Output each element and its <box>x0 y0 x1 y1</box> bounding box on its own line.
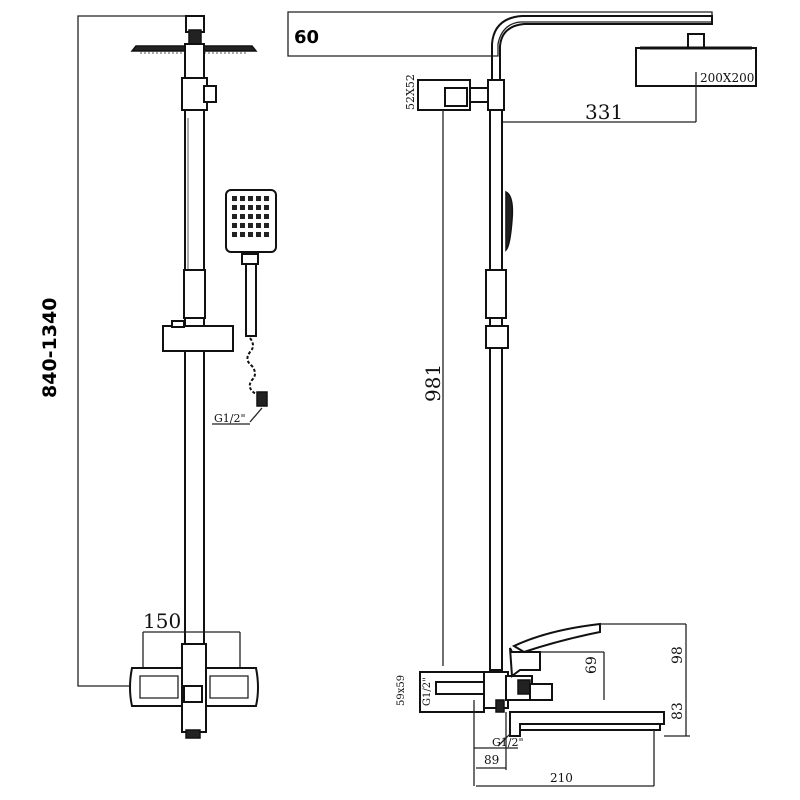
spray-hole <box>248 232 253 237</box>
head-size-label: 200X200 <box>700 71 754 85</box>
mixer-width-label: 150 <box>143 609 181 633</box>
arm-offset-box <box>287 11 713 57</box>
spray-hole <box>232 214 237 219</box>
side-bottom-dimensions: G1/2" 89 210 <box>473 700 655 787</box>
spray-hole <box>256 205 261 210</box>
spout-length-label: 210 <box>550 771 573 785</box>
spray-hole <box>240 223 245 228</box>
height-dimension-line <box>77 15 186 687</box>
bracket-size-label: 52X52 <box>404 74 417 110</box>
mixer-block-size-label: 59x59 <box>396 675 407 706</box>
spray-hole <box>256 196 261 201</box>
side-shower-arm <box>491 15 713 80</box>
spray-hole <box>264 214 269 219</box>
inlet-thread-lower-label: G1/2" <box>492 736 524 749</box>
spray-hole <box>240 205 245 210</box>
spray-hole <box>248 223 253 228</box>
handle-height-label: 69 <box>584 656 600 674</box>
spray-hole <box>240 214 245 219</box>
spray-hole <box>264 196 269 201</box>
spray-hole <box>240 232 245 237</box>
arm-offset-label: 60 <box>294 27 319 48</box>
side-riser-pipe <box>485 109 514 671</box>
spray-hole <box>256 232 261 237</box>
inlet-thread-upper-label: G1/2" <box>422 677 433 706</box>
spray-hole <box>248 205 253 210</box>
inlet-depth-label: 89 <box>484 753 499 767</box>
spray-hole <box>232 196 237 201</box>
side-mixer: 59x59 G1/2" <box>396 622 665 737</box>
spray-hole <box>232 223 237 228</box>
spray-hole <box>256 223 261 228</box>
front-slide-holder <box>162 325 234 352</box>
hose-thread-label: G1/2" <box>214 412 246 425</box>
spout-height-label: 83 <box>670 702 686 720</box>
spray-hole <box>232 205 237 210</box>
spray-hole <box>264 223 269 228</box>
total-height-label: 98 <box>670 646 686 664</box>
spray-hole <box>264 205 269 210</box>
side-view: 60 200X200 331 52X52 981 <box>287 11 757 787</box>
spray-hole <box>240 196 245 201</box>
height-range-label: 840-1340 <box>39 298 61 398</box>
front-view: 840-1340 G1/2" <box>39 15 277 739</box>
spray-hole <box>232 232 237 237</box>
pipe-length-label: 981 <box>421 364 445 402</box>
spray-hole <box>248 196 253 201</box>
front-mixer: 150 <box>129 609 259 739</box>
spray-hole <box>248 214 253 219</box>
side-height-dimensions: 69 98 83 <box>540 623 690 737</box>
side-wall-bracket: 52X52 <box>404 74 505 111</box>
arm-length-label: 331 <box>585 100 623 124</box>
side-shower-head: 200X200 <box>635 33 757 122</box>
spray-hole <box>264 232 269 237</box>
spray-hole <box>256 214 261 219</box>
hand-shower: G1/2" <box>212 189 277 425</box>
